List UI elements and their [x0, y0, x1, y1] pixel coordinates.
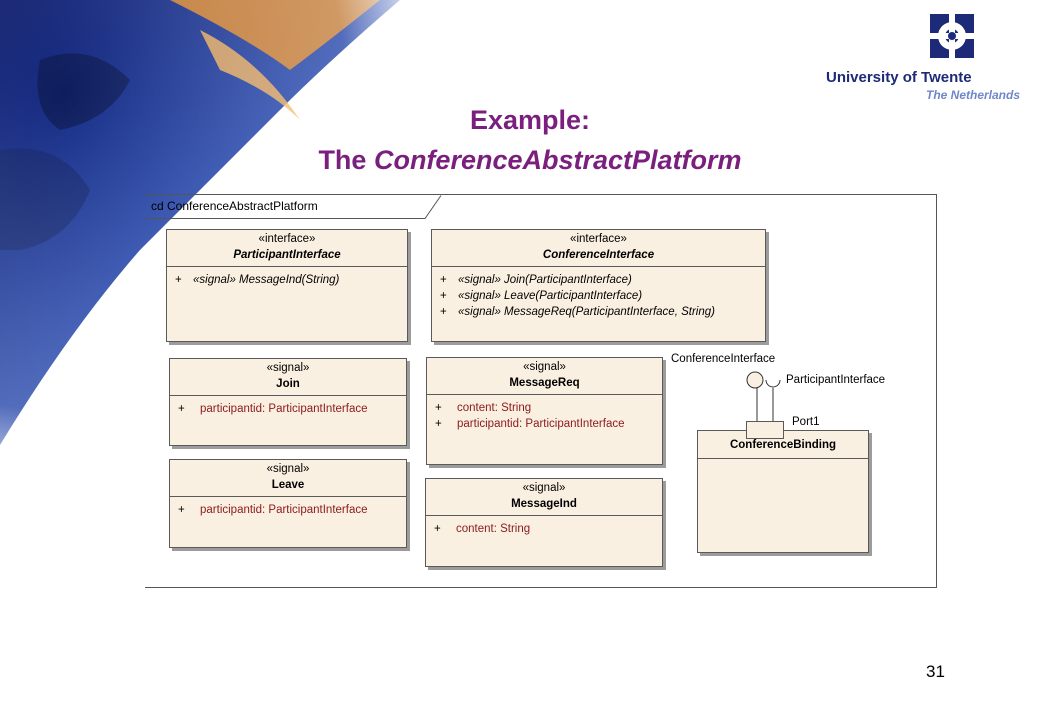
- attribute-visibility: +: [178, 504, 185, 516]
- operation-visibility: +: [440, 306, 447, 318]
- class-diagram-frame: cd ConferenceAbstractPlatform: [145, 194, 937, 588]
- class-header: «signal» MessageReq: [427, 358, 662, 395]
- class-header: «signal» Leave: [170, 460, 406, 497]
- class-stereotype: «signal»: [266, 362, 310, 374]
- university-logo-mark-icon: [930, 14, 974, 58]
- port-interfaces-graphic: [746, 371, 781, 421]
- class-stereotype: «interface»: [570, 233, 627, 245]
- class-operations: + «signal» Join(ParticipantInterface) + «s…: [432, 267, 765, 320]
- message-req-signal-class[interactable]: «signal» MessageReq + content: String + pa…: [426, 357, 663, 465]
- class-stereotype: «interface»: [258, 233, 316, 245]
- attribute-row: + participantid: ParticipantInterface: [178, 502, 398, 518]
- class-stereotype: «signal»: [266, 463, 310, 475]
- conference-binding-class[interactable]: ConferenceBinding: [697, 430, 869, 553]
- participant-interface-class[interactable]: «interface» ParticipantInterface + «signa…: [166, 229, 408, 342]
- class-attributes: + participantid: ParticipantInterface: [170, 396, 406, 417]
- attribute-text: participantid: ParticipantInterface: [457, 418, 625, 430]
- attribute-visibility: +: [434, 523, 441, 535]
- frame-name-tab: [145, 195, 442, 219]
- operation-row: + «signal» MessageReq(ParticipantInterfac…: [440, 304, 757, 320]
- operation-visibility: +: [440, 290, 447, 302]
- class-attributes: + content: String + participantid: Partici…: [427, 395, 662, 432]
- operation-text: «signal» Join(ParticipantInterface): [458, 274, 632, 286]
- class-header: «signal» Join: [170, 359, 406, 396]
- slide-title-prefix: The: [318, 145, 374, 175]
- class-name: ConferenceBinding: [729, 439, 837, 451]
- class-header: ConferenceBinding: [698, 431, 868, 459]
- class-name: MessageReq: [509, 377, 580, 389]
- class-attributes: + content: String: [426, 516, 662, 537]
- class-name: ConferenceInterface: [542, 249, 655, 261]
- operation-row: + «signal» MessageInd(String): [175, 272, 399, 288]
- message-ind-signal-class[interactable]: «signal» MessageInd + content: String: [425, 478, 663, 567]
- attribute-visibility: +: [435, 418, 442, 430]
- attribute-row: + content: String: [434, 521, 654, 537]
- slide-title-italic: ConferenceAbstractPlatform: [373, 145, 742, 175]
- class-stereotype: «signal»: [522, 482, 566, 494]
- attribute-row: + participantid: ParticipantInterface: [435, 416, 654, 432]
- university-name: University of Twente: [826, 69, 972, 86]
- class-name: Join: [276, 378, 300, 390]
- university-logo: University of Twente The Netherlands: [826, 14, 1036, 106]
- class-name: MessageInd: [511, 498, 577, 510]
- attribute-text: participantid: ParticipantInterface: [200, 403, 368, 415]
- page-number: 31: [926, 662, 945, 681]
- class-stereotype: «signal»: [523, 361, 566, 373]
- operation-visibility: +: [175, 274, 182, 286]
- class-header: «signal» MessageInd: [426, 479, 662, 516]
- leave-signal-class[interactable]: «signal» Leave + participantid: Participa…: [169, 459, 407, 548]
- attribute-text: participantid: ParticipantInterface: [200, 504, 368, 516]
- provided-interface-label: ConferenceInterface: [671, 353, 776, 365]
- operation-row: + «signal» Leave(ParticipantInterface): [440, 288, 757, 304]
- conference-interface-class[interactable]: «interface» ConferenceInterface + «signal…: [431, 229, 766, 342]
- required-interface-socket-icon: [765, 379, 781, 388]
- class-attributes: + participantid: ParticipantInterface: [170, 497, 406, 518]
- provided-interface-lollipop-icon: [746, 371, 764, 389]
- attribute-text: content: String: [457, 402, 532, 414]
- slide-title: Example: The ConferenceAbstractPlatform: [270, 100, 790, 180]
- attribute-visibility: +: [435, 402, 442, 414]
- class-name: ParticipantInterface: [233, 249, 341, 261]
- port1-box[interactable]: [746, 421, 784, 439]
- frame-label: cd ConferenceAbstractPlatform: [151, 199, 318, 213]
- operation-text: «signal» MessageInd(String): [193, 274, 340, 286]
- slide-title-line2: The ConferenceAbstractPlatform: [270, 140, 790, 180]
- class-header: «interface» ConferenceInterface: [432, 230, 765, 267]
- class-name: Leave: [271, 479, 305, 491]
- class-operations: + «signal» MessageInd(String): [167, 267, 407, 288]
- slide-title-line1: Example:: [469, 105, 591, 135]
- attribute-visibility: +: [178, 403, 185, 415]
- university-country: The Netherlands: [926, 88, 1021, 102]
- port-label: Port1: [792, 416, 820, 428]
- operation-text: «signal» MessageReq(ParticipantInterface…: [458, 306, 715, 318]
- operation-row: + «signal» Join(ParticipantInterface): [440, 272, 757, 288]
- operation-visibility: +: [440, 274, 447, 286]
- attribute-row: + content: String: [435, 400, 654, 416]
- operation-text: «signal» Leave(ParticipantInterface): [458, 290, 643, 302]
- class-header: «interface» ParticipantInterface: [167, 230, 407, 267]
- required-interface-label: ParticipantInterface: [786, 374, 886, 386]
- attribute-text: content: String: [456, 523, 531, 535]
- attribute-row: + participantid: ParticipantInterface: [178, 401, 398, 417]
- join-signal-class[interactable]: «signal» Join + participantid: Participan…: [169, 358, 407, 446]
